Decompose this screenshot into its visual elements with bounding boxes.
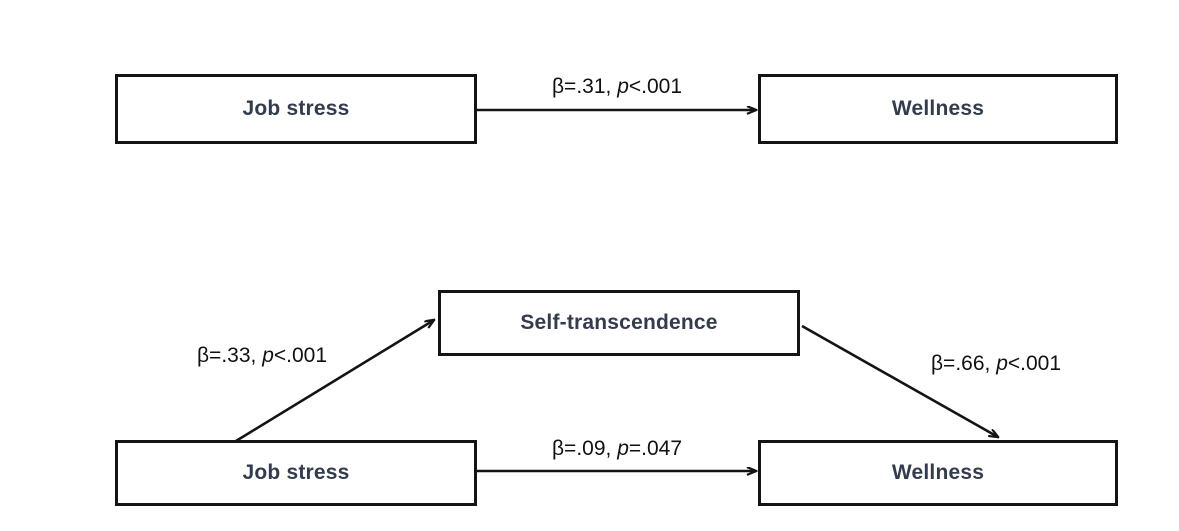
node-label: Job stress xyxy=(242,97,350,120)
node-wellness-total[interactable]: Wellness xyxy=(758,74,1118,144)
p-value: <.001 xyxy=(628,75,683,98)
p-value: =.047 xyxy=(628,437,683,460)
beta-value: β=.33, xyxy=(196,344,257,367)
path-label-c-prime-path: β=.09, p=.047 xyxy=(552,437,682,461)
p-symbol: p xyxy=(262,344,274,367)
p-symbol: p xyxy=(617,75,629,98)
node-self-transcendence[interactable]: Self-transcendence xyxy=(438,290,800,356)
node-wellness-mediation[interactable]: Wellness xyxy=(758,440,1118,506)
arrow-a-path xyxy=(235,320,434,443)
node-job-stress-total[interactable]: Job stress xyxy=(115,74,477,144)
beta-value: β=.31, xyxy=(551,75,612,98)
beta-value: β=.09, xyxy=(551,437,612,460)
p-value: <.001 xyxy=(273,344,328,367)
p-value: <.001 xyxy=(1007,352,1062,375)
node-label: Job stress xyxy=(242,461,350,484)
p-symbol: p xyxy=(996,352,1008,375)
path-label-a-path: β=.33, p<.001 xyxy=(197,344,327,368)
node-job-stress-mediation[interactable]: Job stress xyxy=(115,440,477,506)
path-label-total-effect: β=.31, p<.001 xyxy=(552,75,682,99)
node-label: Wellness xyxy=(891,461,985,484)
beta-value: β=.66, xyxy=(930,352,991,375)
arrow-b-path xyxy=(801,324,998,437)
p-symbol: p xyxy=(617,437,629,460)
node-label: Wellness xyxy=(891,97,985,120)
path-label-b-path: β=.66, p<.001 xyxy=(931,352,1061,376)
node-label: Self-transcendence xyxy=(520,311,718,334)
